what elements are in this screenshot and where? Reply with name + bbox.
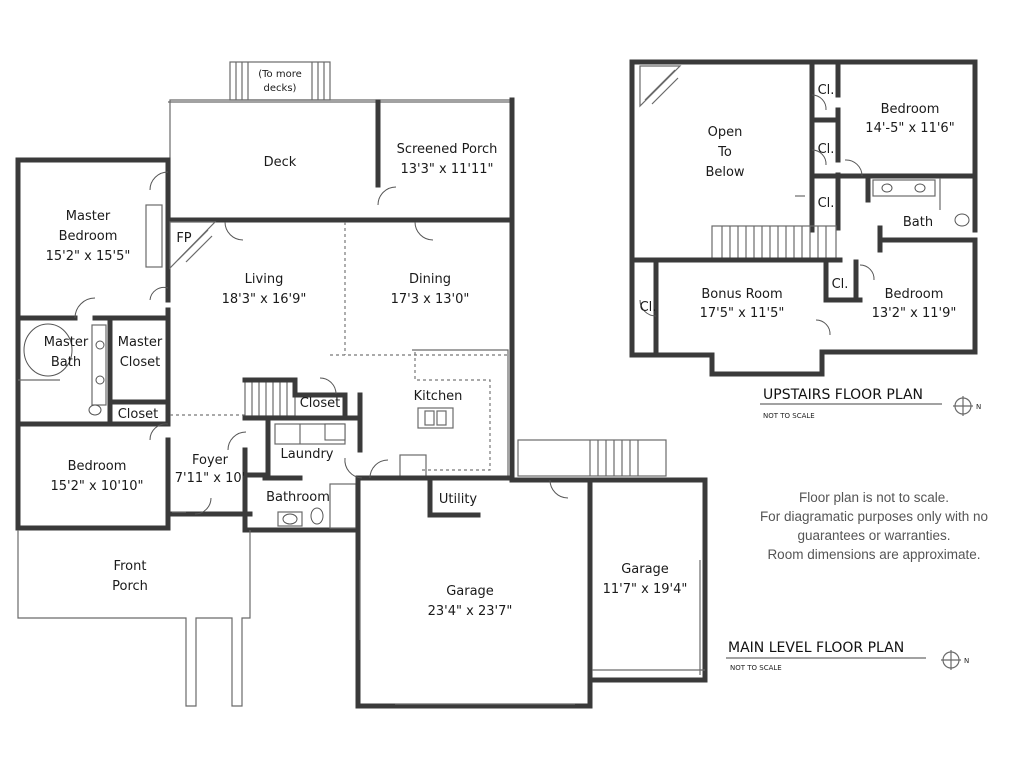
master-closet-name-1: Master (118, 335, 163, 350)
bathroom-label: Bathroom (266, 490, 330, 505)
screened-porch-name: Screened Porch (397, 142, 498, 157)
main-level-plan (15, 61, 708, 709)
house-north-east-wall (165, 217, 515, 478)
master-bedroom-name-2: Bedroom (59, 229, 118, 244)
master-closet-name-2: Closet (120, 355, 161, 370)
fp-label: FP (176, 231, 191, 246)
upstairs-closet-4: Cl. (640, 300, 657, 315)
upstairs-closet-1: Cl. (818, 83, 835, 98)
garage-main-name: Garage (446, 584, 494, 599)
master-bedroom-name-1: Master (66, 209, 111, 224)
deck-outline (169, 99, 513, 220)
master-bath-name-1: Master (44, 335, 89, 350)
upstairs-closet-2: Cl. (818, 142, 835, 157)
disclaimer-line-4: Room dimensions are approximate. (767, 547, 980, 562)
garage-steps (517, 439, 667, 477)
disclaimer-note: Floor plan is not to scale. For diagrama… (760, 490, 988, 562)
master-closet-small-label: Closet (118, 407, 159, 422)
north-arrow-icon: N (953, 396, 981, 416)
main-level-labels: (To more decks) Deck Screened Porch 13'3… (44, 69, 688, 619)
upstairs-scale-note: NOT TO SCALE (763, 412, 815, 420)
dining-dims: 17'3 x 13'0" (391, 292, 470, 307)
bathtub (329, 483, 357, 529)
master-bedroom-dims: 15'2" x 15'5" (46, 249, 131, 264)
foyer-name: Foyer (192, 453, 229, 468)
upstairs-closet-3: Cl. (818, 196, 835, 211)
north-label-main: N (964, 657, 969, 665)
open-to-below-2: To (717, 145, 732, 160)
more-decks-label-2: decks) (264, 83, 297, 94)
garage-side-name: Garage (621, 562, 669, 577)
front-porch-name-1: Front (114, 559, 147, 574)
upstairs-plan (629, 59, 978, 377)
deck-label: Deck (264, 155, 297, 170)
bonus-room-dims: 17'5" x 11'5" (700, 306, 785, 321)
range (399, 454, 427, 480)
closet-label: Closet (300, 396, 341, 411)
living-name: Living (245, 272, 284, 287)
upstairs-toilet (954, 213, 970, 227)
front-porch-outline (17, 530, 251, 707)
disclaimer-line-1: Floor plan is not to scale. (799, 490, 949, 505)
north-label-upstairs: N (976, 403, 981, 411)
side-garage-walls (587, 477, 708, 683)
disclaimer-line-3: guarantees or warranties. (797, 528, 950, 543)
titles: UPSTAIRS FLOOR PLAN NOT TO SCALE N MAIN … (726, 387, 981, 672)
upstairs-south-wall (629, 59, 978, 377)
utility-wall (427, 477, 481, 518)
bath-toilet (310, 507, 324, 525)
upstairs-vanity (872, 179, 936, 197)
north-arrow-icon: N (941, 650, 969, 670)
main-level-title: MAIN LEVEL FLOOR PLAN (728, 640, 904, 656)
master-bath-name-2: Bath (51, 355, 81, 370)
west-wall (15, 157, 171, 531)
main-level-scale-note: NOT TO SCALE (730, 664, 782, 672)
upstairs-north-wall (629, 59, 978, 233)
master-tub (23, 323, 73, 377)
living-dims: 18'3" x 16'9" (222, 292, 307, 307)
upstairs-fireplace (639, 65, 682, 108)
upstairs-labels: Open To Below Cl. Cl. Cl. Cl. Cl. Bedroo… (640, 83, 957, 321)
upstairs-bedroom-right-dims: 13'2" x 11'9" (872, 306, 957, 321)
garage-main-dims: 23'4" x 23'7" (428, 604, 513, 619)
upstairs-title: UPSTAIRS FLOOR PLAN (763, 387, 923, 403)
bonus-room-name: Bonus Room (701, 287, 782, 302)
screened-porch-dims: 13'3" x 11'11" (401, 162, 494, 177)
foyer-dims: 7'11" x 10' (175, 471, 245, 486)
more-decks-label-1: (To more (258, 69, 302, 80)
upstairs-bedroom-right-name: Bedroom (885, 287, 944, 302)
front-porch-name-2: Porch (112, 579, 148, 594)
laundry-label: Laundry (281, 447, 334, 462)
upper-deck-stairs (229, 61, 331, 101)
master-fireplace-ledge (145, 204, 163, 268)
upstairs-bath-label: Bath (903, 215, 933, 230)
kitchen-label: Kitchen (414, 389, 463, 404)
kitchen-counter (414, 352, 491, 471)
bath-sink (282, 513, 298, 525)
bedroom-name: Bedroom (68, 459, 127, 474)
upstairs-bedroom-top-name: Bedroom (881, 102, 940, 117)
main-garage-walls (355, 475, 593, 709)
garage-side-dims: 11'7" x 19'4" (603, 582, 688, 597)
disclaimer-line-2: For diagramatic purposes only with no (760, 509, 988, 524)
upstairs-closet-5: Cl. (832, 277, 849, 292)
bedroom-dims: 15'2" x 10'10" (51, 479, 144, 494)
upstairs-bedroom-top-dims: 14'-5" x 11'6" (865, 121, 954, 136)
open-to-below-3: Below (705, 165, 744, 180)
open-to-below-1: Open (708, 125, 743, 140)
dining-name: Dining (409, 272, 451, 287)
master-vanity (91, 324, 107, 406)
kitchen-island (417, 407, 454, 429)
utility-label: Utility (439, 492, 478, 507)
